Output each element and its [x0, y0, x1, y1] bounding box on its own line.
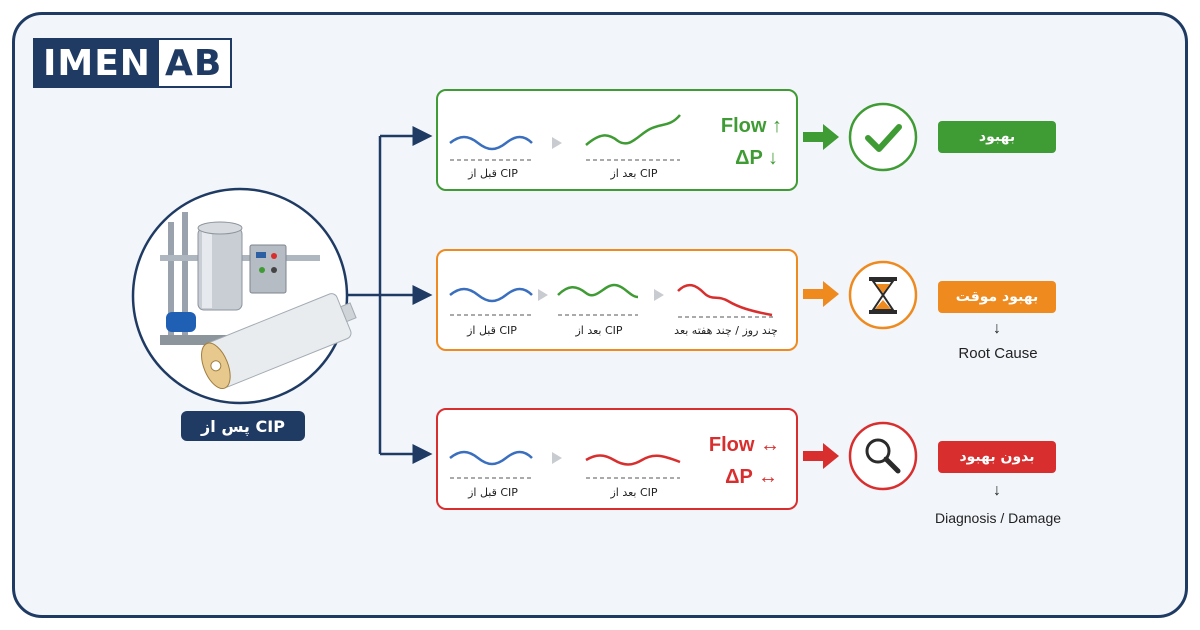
logo-part-ab: AB	[158, 38, 233, 88]
flow-metric: Flow ↔	[708, 434, 780, 456]
panel-temporary-curves	[449, 283, 774, 318]
root-cause-label: Root Cause	[958, 345, 1038, 362]
flow-metric: Flow ↑	[720, 115, 782, 137]
badge-temporary: بهبود موقت	[938, 281, 1056, 313]
panel-improve: قبل از CIP بعد از CIP Flow ↑ ΔP ↓	[436, 89, 798, 191]
logo-part-imen: IMEN	[33, 38, 159, 88]
diagnosis-damage-label: Diagnosis / Damage	[934, 510, 1062, 526]
cip-machine-illustration	[131, 187, 357, 405]
badge-none: بدون بهبود	[938, 441, 1056, 473]
panel-temporary: قبل از CIP بعد از CIP چند روز / چند هفته…	[436, 249, 798, 351]
dp-metric: ΔP ↓	[735, 147, 778, 169]
arrow-temporary	[803, 281, 839, 307]
imenab-logo: IMEN AB	[33, 38, 233, 88]
panel-none: قبل از CIP بعد از CIP Flow ↔ ΔP ↔	[436, 408, 798, 510]
down-arrow-icon: ↓	[993, 482, 1001, 499]
source-label: پس از CIP	[181, 411, 305, 441]
magnifier-icon	[848, 421, 918, 491]
panel-improve-curves	[449, 114, 681, 161]
panel-none-curves	[449, 450, 681, 479]
caption-before: قبل از CIP	[468, 167, 518, 180]
caption-after: بعد از CIP	[575, 324, 623, 337]
caption-after: بعد از CIP	[610, 486, 658, 499]
caption-before: قبل از CIP	[467, 324, 517, 337]
caption-later: چند روز / چند هفته بعد	[674, 324, 778, 337]
arrow-none	[803, 443, 839, 469]
dp-metric: ΔP ↔	[725, 466, 778, 488]
arrow-improve	[803, 124, 839, 150]
caption-after: بعد از CIP	[610, 167, 658, 180]
down-arrow-icon: ↓	[993, 320, 1001, 337]
checkmark-icon	[848, 102, 918, 172]
caption-before: قبل از CIP	[468, 486, 518, 499]
badge-improve: بهبود	[938, 121, 1056, 153]
branch-connector	[348, 126, 433, 464]
hourglass-icon	[848, 260, 918, 330]
